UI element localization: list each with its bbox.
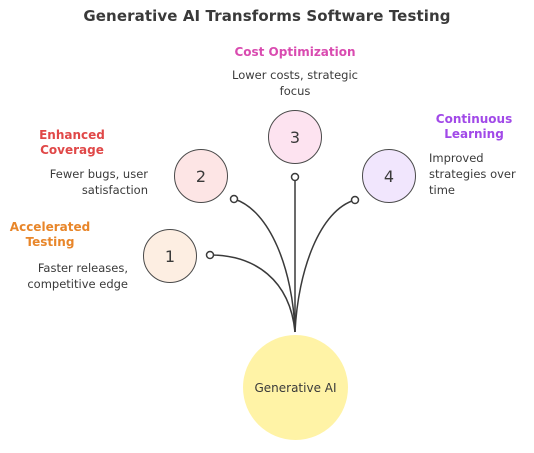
center-label: Generative AI (254, 380, 337, 395)
step-heading-3: Cost Optimization (234, 45, 356, 59)
step-circle-1: 1 (143, 229, 197, 283)
step-heading-2: Enhanced Coverage (39, 128, 105, 157)
step-heading-4: Continuous Learning (435, 112, 513, 141)
step-description-2: Fewer bugs, user satisfaction (49, 167, 148, 197)
generative-ai-center-circle: Generative AI (243, 335, 348, 440)
step-circle-3: 3 (268, 110, 322, 164)
step-description-3: Lower costs, strategic focus (232, 68, 358, 98)
connector-2 (233, 198, 296, 333)
connector-end-2 (229, 194, 239, 204)
step-description-1: Faster releases, competitive edge (27, 261, 128, 291)
connector-1 (209, 254, 296, 333)
step-description-4: Improved strategies over time (429, 151, 516, 197)
connector-end-4 (350, 195, 360, 205)
diagram-title: Generative AI Transforms Software Testin… (83, 7, 451, 25)
connector-4 (294, 199, 356, 333)
connector-end-1 (205, 250, 215, 260)
step-circle-4: 4 (362, 149, 416, 203)
step-heading-1: Accelerated Testing (9, 220, 91, 249)
connector-end-3 (290, 172, 300, 182)
step-circle-2: 2 (174, 149, 228, 203)
